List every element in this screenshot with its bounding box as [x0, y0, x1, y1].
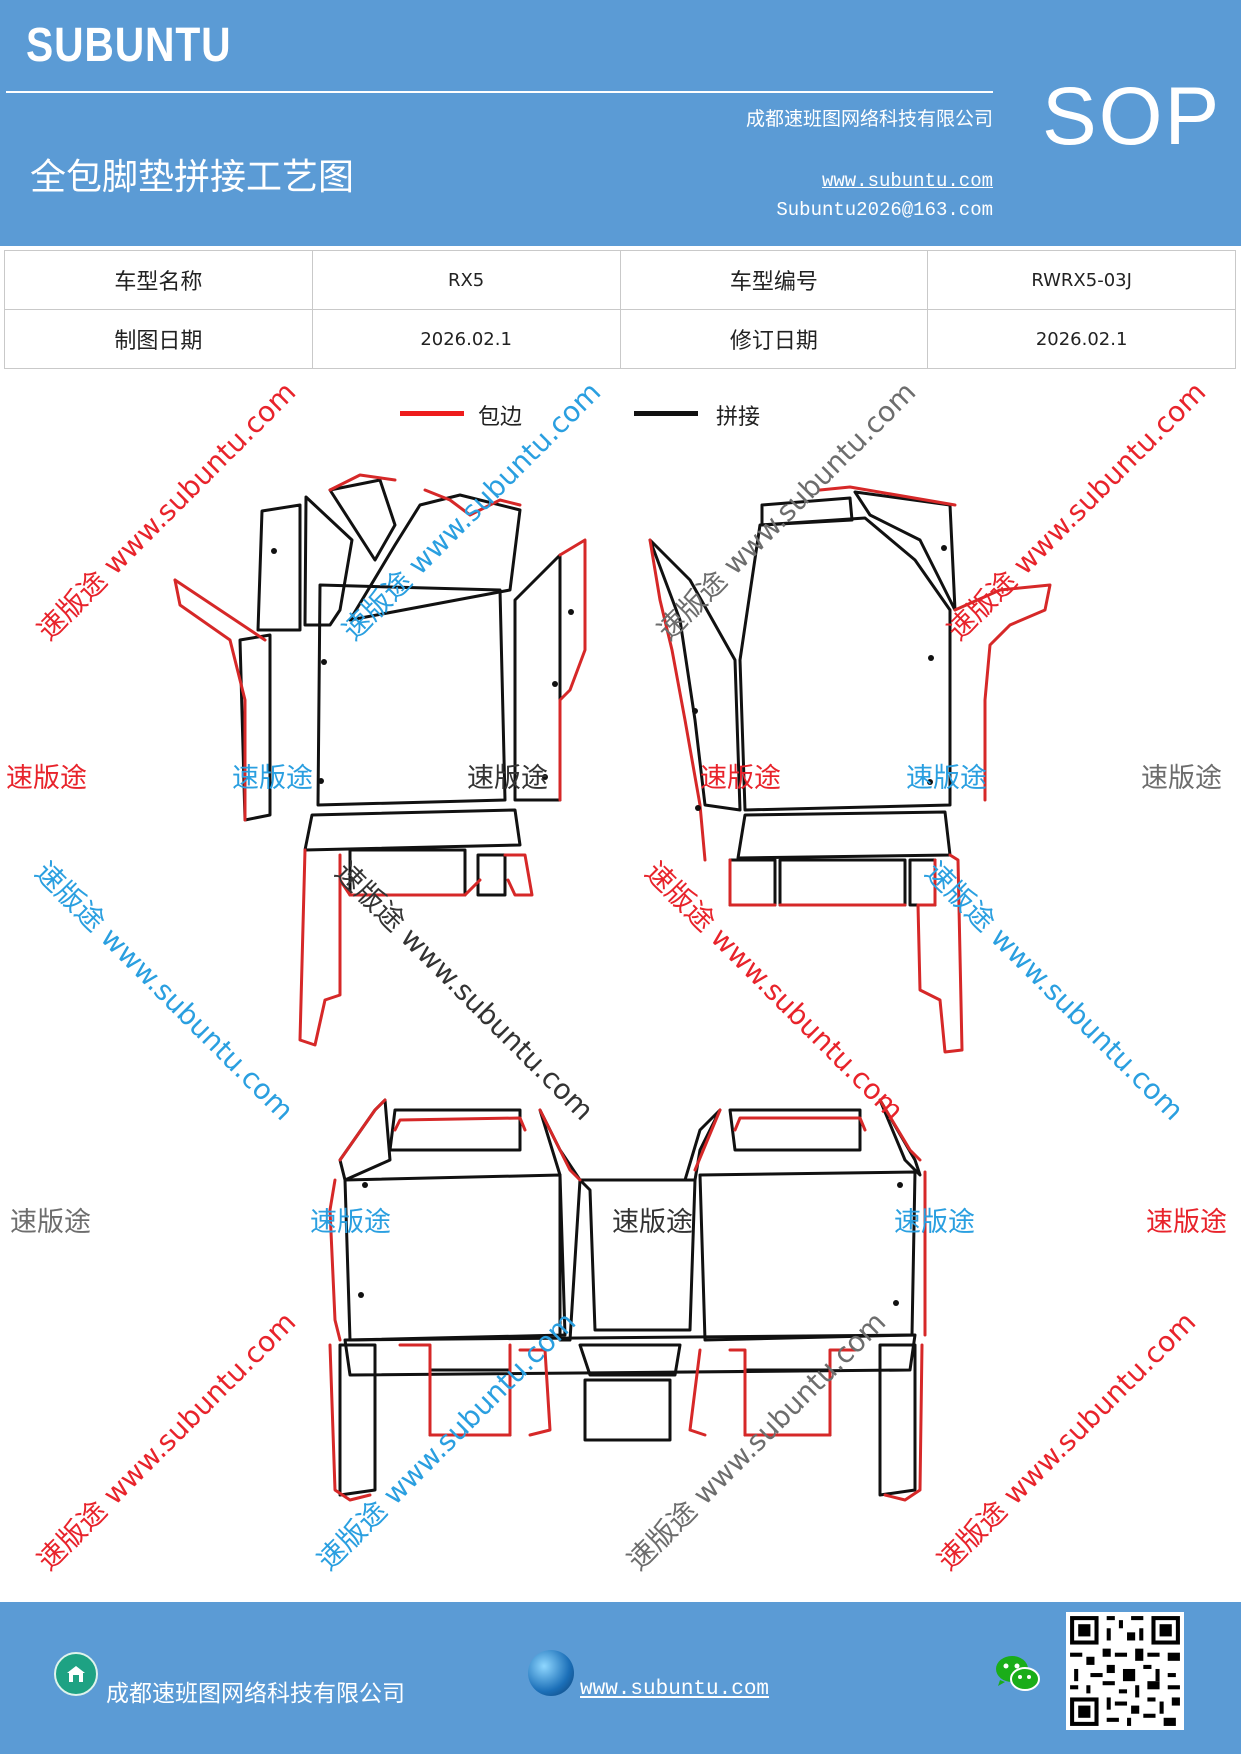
revise-date-value: 2026.02.1 [927, 309, 1236, 369]
model-code-label: 车型编号 [619, 250, 929, 310]
legend-label-binding: 包边 [478, 405, 523, 430]
header-banner: SUBUNTU 成都速班图网络科技有限公司 全包脚垫拼接工艺图 www.subu… [0, 0, 1241, 246]
info-table: 车型名称 RX5 车型编号 RWRX5-03J 制图日期 2026.02.1 修… [4, 250, 1236, 369]
revise-date-label: 修订日期 [619, 309, 929, 369]
model-name-value: RX5 [311, 250, 621, 310]
draw-date-label: 制图日期 [4, 309, 313, 369]
page-title: 全包脚垫拼接工艺图 [30, 157, 355, 198]
legend-edge-binding: 包边 [400, 402, 540, 438]
sop-badge: SOP [1042, 71, 1222, 162]
rear-mat [328, 1098, 927, 1502]
wechat-icon[interactable] [994, 1652, 1042, 1700]
front-right-mat [648, 485, 1052, 1054]
table-row: 制图日期 2026.02.1 修订日期 2026.02.1 [4, 309, 1236, 369]
model-code-value: RWRX5-03J [927, 250, 1236, 310]
legend-splice: 拼接 [634, 402, 774, 438]
legend-black-swatch [634, 411, 698, 416]
brand-logo: SUBUNTU [26, 19, 232, 72]
mounting-holes [271, 545, 947, 1306]
header-email[interactable]: Subuntu2026@163.com [776, 199, 993, 221]
footer-banner: 成都速班图网络科技有限公司 www.subuntu.com [0, 1602, 1241, 1754]
footer-website-link[interactable]: www.subuntu.com [580, 1678, 770, 1701]
home-icon [54, 1652, 98, 1696]
table-row: 车型名称 RX5 车型编号 RWRX5-03J [4, 250, 1236, 310]
globe-icon [528, 1650, 574, 1696]
front-left-mat [173, 473, 587, 1047]
model-name-label: 车型名称 [4, 250, 313, 310]
legend-red-swatch [400, 411, 464, 416]
footer-company-name: 成都速班图网络科技有限公司 [106, 1681, 405, 1707]
header-website-link[interactable]: www.subuntu.com [821, 170, 993, 192]
qr-code[interactable] [1066, 1612, 1184, 1730]
header-company-name: 成都速班图网络科技有限公司 [745, 108, 993, 130]
draw-date-value: 2026.02.1 [311, 309, 621, 369]
legend-label-splice: 拼接 [716, 405, 761, 430]
header-divider [6, 91, 993, 93]
floor-mat-diagram [173, 473, 1052, 1502]
